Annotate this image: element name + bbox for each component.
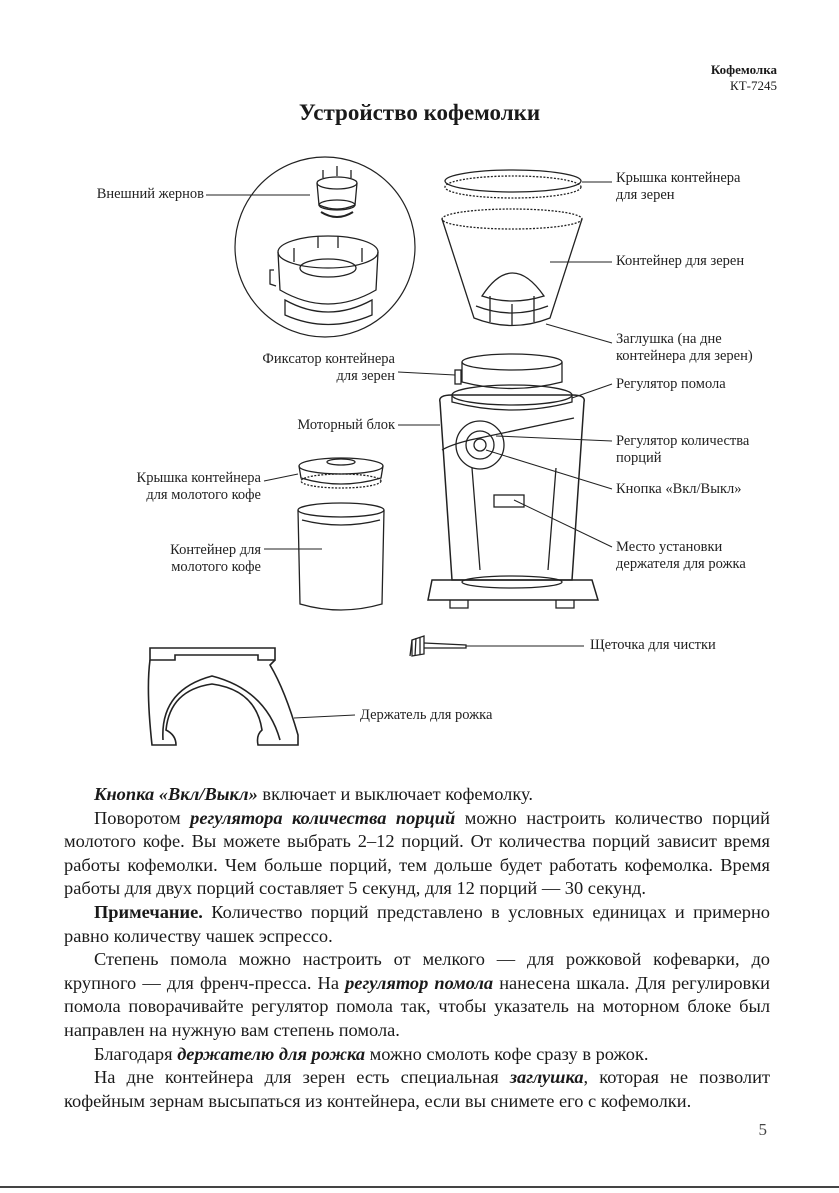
page-title: Устройство кофемолки [298, 100, 541, 125]
plug-illustration [480, 272, 546, 326]
label-bean-lid-line1: Крышка контейнера [616, 170, 741, 186]
label-motor: Моторный блок [297, 417, 395, 433]
label-lock-line2: для зерен [336, 368, 395, 384]
label-ground-container-line1: Контейнер для [170, 542, 261, 558]
header-product: Кофемолка [710, 62, 777, 77]
leader-portion-regulator [495, 435, 613, 442]
label-holder: Держатель для рожка [360, 707, 493, 723]
ground-lid-illustration [298, 457, 384, 489]
leader-ground-lid [263, 473, 299, 482]
paragraph-4: Степень помола можно настроить от мелког… [64, 949, 770, 1040]
label-holder-place-line2: держателя для рожка [616, 556, 746, 572]
ground-container-illustration [297, 502, 385, 611]
grinder-diagram [147, 156, 613, 746]
paragraph-2: Поворотом регулятора количества порций м… [64, 807, 770, 899]
label-power-button: Кнопка «Вкл/Выкл» [616, 481, 742, 497]
label-portion-line2: порций [616, 450, 662, 466]
leader-lock [397, 371, 456, 376]
paragraph-6: На дне контейнера для зерен есть специал… [64, 1067, 770, 1111]
burr-seat-illustration [269, 235, 379, 326]
label-plug-line1: Заглушка (на дне [616, 331, 722, 347]
label-bean-lid-line2: для зерен [616, 187, 675, 203]
paragraph-5: Благодаря держателю для рожка можно смол… [94, 1043, 649, 1064]
brush-illustration [409, 635, 467, 657]
label-holder-place: Место установки держателя для рожка [616, 539, 746, 573]
term-plug: заглушка [509, 1067, 584, 1088]
leader-plug [545, 323, 613, 344]
label-ground-container-line2: молотого кофе [171, 559, 261, 575]
term-portion-regulator: регулятора количества порций [190, 807, 456, 828]
bean-lid-illustration [444, 169, 582, 199]
label-ground-lid-line2: для молотого кофе [146, 487, 261, 503]
note-label: Примечание. [94, 901, 203, 922]
label-lock-line1: Фиксатор контейнера [262, 351, 395, 367]
container-lock-illustration [454, 353, 563, 390]
detail-circle [234, 156, 416, 338]
label-portion-regulator: Регулятор количества порций [616, 433, 749, 467]
page-number: 5 [758, 1120, 768, 1139]
leader-lines [206, 181, 613, 719]
motor-unit-illustration [427, 394, 600, 609]
running-header: Кофемолка КТ-7245 [711, 62, 777, 94]
header-model: КТ-7245 [730, 78, 777, 93]
label-ground-container: Контейнер для молотого кофе [170, 542, 261, 576]
body-text: Кнопка «Вкл/Выкл» включает и выключает к… [64, 783, 770, 1113]
label-plug: Заглушка (на дне контейнера для зерен) [616, 331, 753, 365]
leader-holder-place [513, 499, 613, 548]
leader-grind-regulator [571, 383, 613, 399]
leader-holder [293, 714, 356, 719]
label-holder-place-line1: Место установки [616, 539, 723, 555]
term-power-button: Кнопка «Вкл/Выкл» [94, 784, 258, 804]
term-holder: держателю для рожка [177, 1043, 366, 1064]
label-plug-line2: контейнера для зерен) [616, 348, 753, 364]
label-bean-lid: Крышка контейнера для зерен [616, 170, 740, 204]
leader-power-button [485, 449, 613, 490]
term-grind-regulator: регулятор помола [345, 972, 494, 993]
outer-burr-illustration [316, 166, 358, 218]
paragraph-note: Примечание. Количество порций представле… [64, 901, 770, 946]
label-container-lock: Фиксатор контейнера для зерен [262, 351, 395, 385]
label-grind-regulator: Регулятор помола [616, 376, 726, 392]
label-portion-line1: Регулятор количества [616, 433, 750, 449]
label-brush: Щеточка для чистки [590, 637, 716, 653]
label-ground-lid: Крышка контейнера для молотого кофе [137, 470, 261, 504]
page-bottom-rule [0, 1186, 839, 1188]
label-ground-lid-line1: Крышка контейнера [136, 470, 261, 486]
label-outer-burr: Внешний жернов [96, 186, 204, 202]
paragraph-1: Кнопка «Вкл/Выкл» включает и выключает к… [94, 784, 533, 804]
portafilter-holder-illustration [147, 647, 299, 746]
label-bean-container: Контейнер для зерен [616, 253, 745, 269]
